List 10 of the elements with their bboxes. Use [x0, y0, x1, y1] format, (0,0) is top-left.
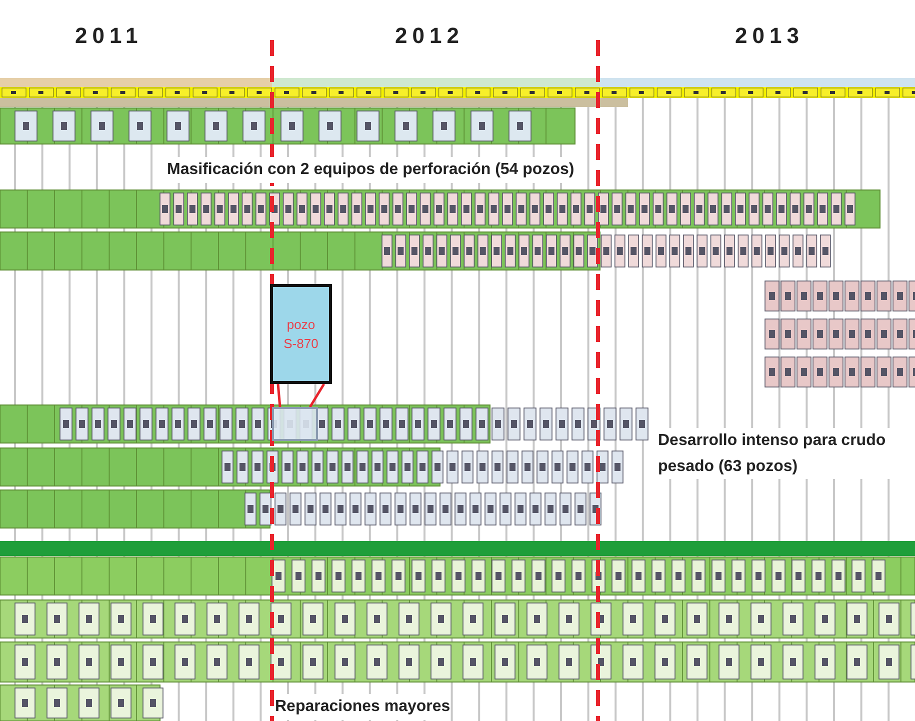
leader-line	[276, 384, 282, 408]
annotation-text: Reparaciones mayores	[275, 694, 450, 720]
year-label: 2011	[75, 22, 143, 50]
year-label: 2013	[735, 22, 804, 50]
callout-text: pozo S-870	[282, 316, 320, 353]
annotation-text: Masificación con 2 equipos de perforación (54 pozos)	[167, 157, 574, 183]
year-label: 2012	[395, 22, 464, 50]
schedule-bar	[272, 407, 318, 441]
callout-box	[270, 284, 332, 384]
leader-line	[308, 383, 326, 408]
